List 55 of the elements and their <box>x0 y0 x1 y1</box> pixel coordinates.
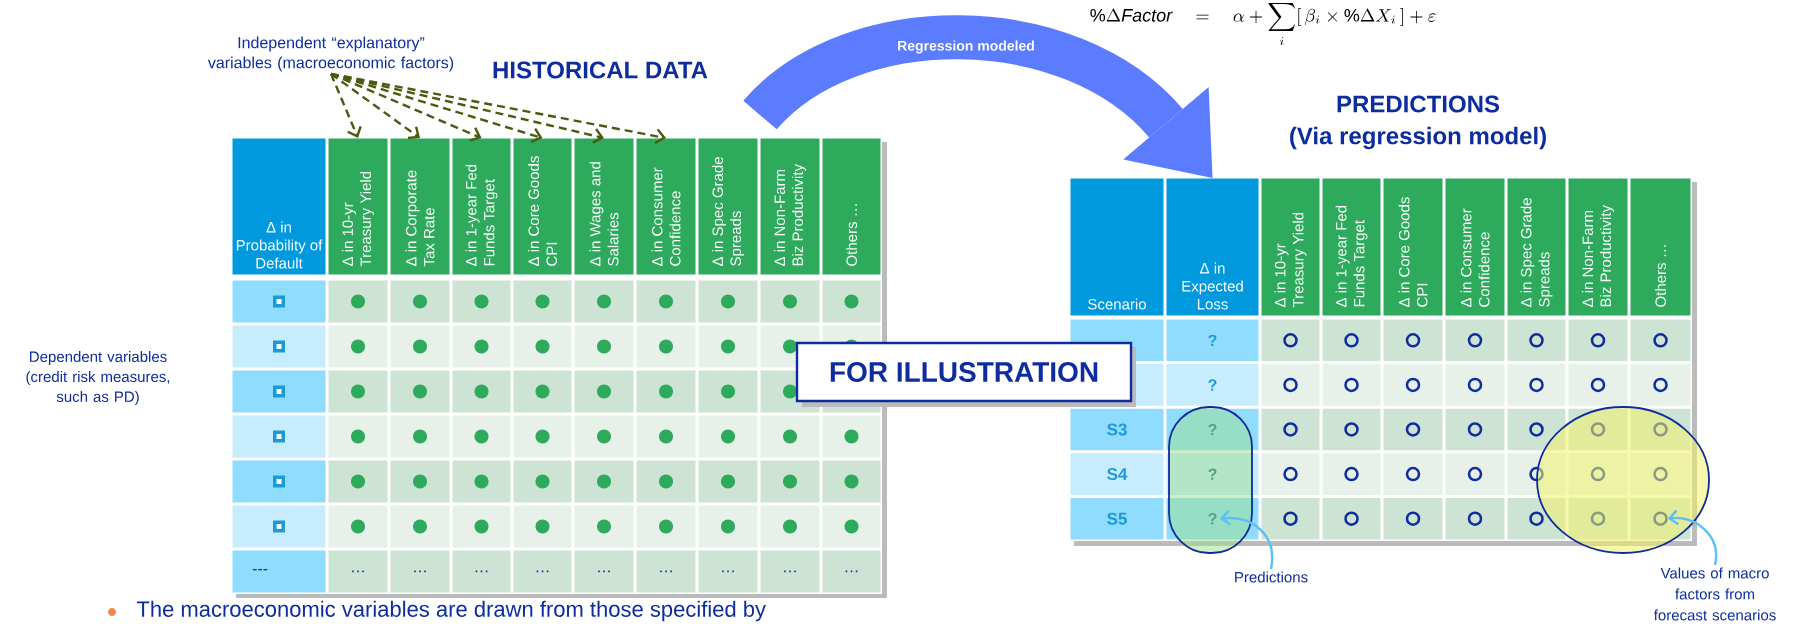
edge-label: Regression modeled <box>894 37 1038 57</box>
table-cell: --- <box>232 550 326 593</box>
table-cell: … <box>822 550 881 593</box>
table-cell: … <box>698 550 758 593</box>
table-cell: S5 <box>1070 497 1164 540</box>
dashed-arrow <box>330 72 666 145</box>
dashed-arrow <box>330 72 543 144</box>
illustration-box: FOR ILLUSTRATION <box>795 341 1136 407</box>
title: HISTORICAL DATA <box>493 61 708 79</box>
table-cell: S4 <box>1070 453 1164 495</box>
table-cell: ? <box>1166 319 1259 362</box>
header-cell: Δ in Consumer Confidence <box>1445 178 1505 316</box>
header-cell: Δ in 1-year Fed Funds Target <box>1322 178 1381 316</box>
header-cell: Δ in Non-Farm Biz Productivity <box>760 138 820 275</box>
header-cell: Δ in Wages and Salaries <box>574 138 634 275</box>
bullet-item: The macroeconomic variables are drawn from those specified by <box>108 600 766 622</box>
header-cell: Δ in Non-Farm Biz Productivity <box>1568 178 1628 316</box>
callout-text: Values of macro factors from forecast scenarios <box>1653 567 1776 621</box>
callout-text: Predictions <box>1235 571 1308 583</box>
dashed-arrow <box>330 72 420 140</box>
header-cell: Δ in 1-year Fed Funds Target <box>452 138 511 275</box>
table-cell: … <box>760 550 820 593</box>
header-cell: Scenario <box>1070 178 1164 316</box>
formula: $\%\Delta \mathit{Factor} \quad = \quad \alpha + \sum_{i} [\, \beta_{i} \times \%\Delta X_{i} \,] + \varepsilon$ <box>1090 3 1436 46</box>
header-cell: Δ in Consumer Confidence <box>636 138 696 275</box>
dashed-arrow <box>329 73 362 139</box>
header-cell: Others … <box>822 138 881 275</box>
table-cell: … <box>390 550 450 593</box>
table-cell: ? <box>1166 453 1259 495</box>
subtitle: (Via regression model) <box>1290 126 1546 150</box>
header-cell: Δ in Spec Grade Spreads <box>698 138 758 275</box>
table-cell: … <box>328 550 388 593</box>
header-cell: Δ in Corporate Tax Rate <box>390 138 450 275</box>
table-cell: ? <box>1166 408 1259 451</box>
header-cell: Δ in Expected Loss <box>1166 178 1259 316</box>
table-cell: S3 <box>1070 408 1164 451</box>
question-mark: ? <box>1208 513 1217 525</box>
table-cell: … <box>513 550 572 593</box>
title: PREDICTIONS <box>1337 95 1500 113</box>
header-cell: Δ in Core Goods CPI <box>513 138 572 275</box>
table-cell: ? <box>1166 364 1259 406</box>
leader-line <box>1667 509 1718 566</box>
header-cell: Δ in Spec Grade Spreads <box>1507 178 1566 316</box>
header-cell: Others … <box>1630 178 1691 316</box>
table-cell: … <box>452 550 511 593</box>
table-cell: … <box>574 550 634 593</box>
table-cell: … <box>636 550 696 593</box>
header-cell: Δ in 10-yr Treasury Yield <box>1261 178 1320 316</box>
annotation-text: Independent “explanatory” variables (macroeconomic factors) <box>207 36 454 72</box>
header-cell: Δ in Probability of Default <box>232 138 326 275</box>
side-note: Dependent variables (credit risk measures, such as PD) <box>26 351 170 405</box>
header-cell: Δ in 10-yr Treasury Yield <box>328 138 388 275</box>
circle-mark <box>1653 511 1668 526</box>
curved-arrow <box>744 15 1213 179</box>
header-cell: Δ in Core Goods CPI <box>1383 178 1443 316</box>
